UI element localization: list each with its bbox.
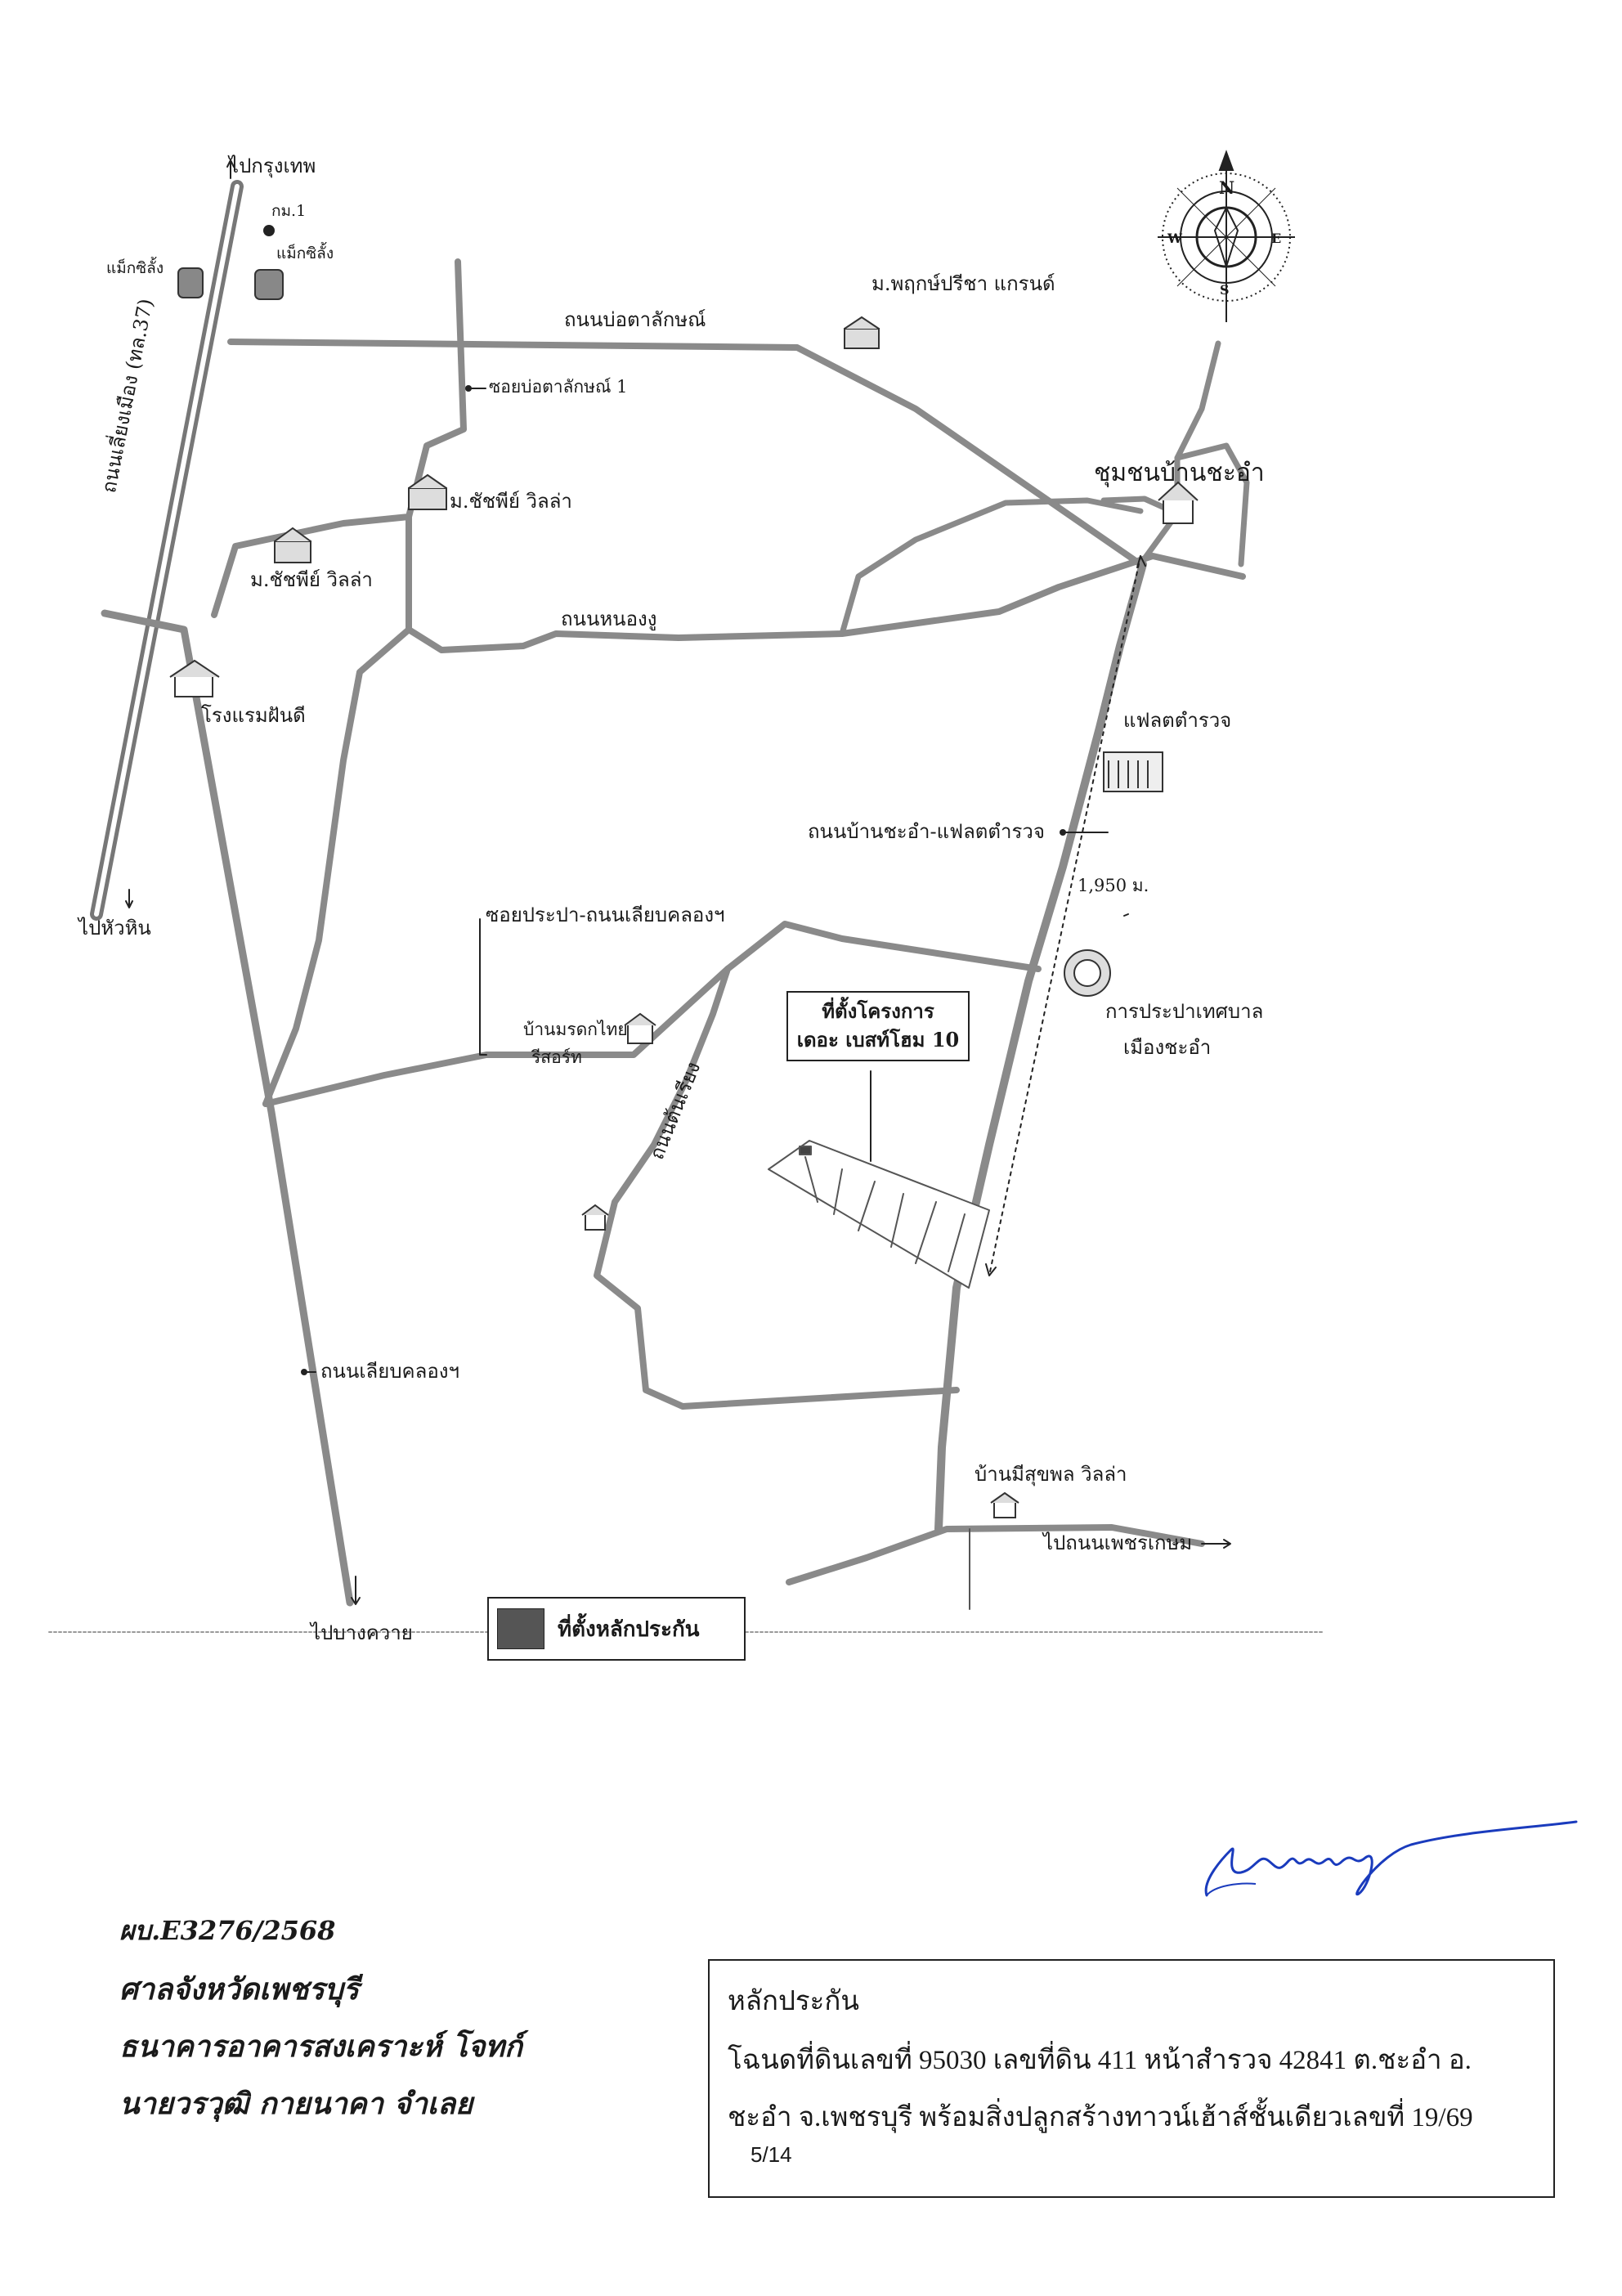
road-nong-ngu — [406, 553, 1246, 653]
label-road-bo-ta-lak: ถนนบ่อตาลักษณ์ — [564, 308, 706, 331]
collateral-box: หลักประกัน โฉนดที่ดินเลขที่ 95030 เลขที่… — [708, 1959, 1555, 2198]
label-resort-1: บ้านมรดกไทย — [523, 1020, 628, 1039]
mee-sukphon-icon — [990, 1491, 1019, 1518]
label-community-cha-am: ชุมชนบ้านชะอำ — [1094, 459, 1265, 487]
label-makro-right: แม็กซิลั้ง — [276, 244, 334, 262]
police-flats-icon — [1103, 751, 1163, 792]
label-soi-bo-ta-lak-1: ซอยบ่อตาลักษณ์ 1 — [489, 377, 628, 397]
label-resort-2: รีสอร์ท — [531, 1047, 582, 1067]
label-road-liab-khlong: ถนนเลียบคลองฯ — [320, 1360, 459, 1383]
label-to-hua-hin: ไปหัวหิน — [78, 917, 151, 939]
road-liab-khlong — [101, 609, 354, 1607]
makro-left-icon — [177, 267, 204, 298]
compass-east-label: E — [1271, 231, 1282, 246]
defendant: นายวรวุฒิ กายนาคา จำเลย — [119, 2087, 473, 2121]
label-project-1: ที่ตั้งโครงการ — [822, 999, 934, 1023]
signature — [1204, 1820, 1578, 1897]
waterworks-icon — [1064, 949, 1111, 997]
case-number: ผบ.E3276/2568 — [119, 1915, 336, 1946]
label-road-ban-cha-am: ถนนบ้านชะอำ-แฟลตตำรวจ — [808, 820, 1045, 843]
soi-prapa-road — [262, 921, 1042, 1107]
label-to-phetkasem: ไปถนนเพชรเกษม — [1043, 1531, 1193, 1554]
label-village-chatchai-1: ม.ชัชพีย์ วิลล่า — [450, 490, 572, 513]
label-village-phruksa: ม.พฤกษ์ปรีชา แกรนด์ — [871, 272, 1055, 295]
road-bo-ta-lak — [227, 339, 1144, 567]
makro-right-icon — [254, 269, 284, 300]
location-map — [48, 150, 1325, 1633]
project-location-box: ที่ตั้งโครงการ เดอะ เบสท์โฮม 10 — [786, 991, 970, 1061]
community-icon — [1158, 481, 1199, 524]
label-waterworks-1: การประปาเทศบาล — [1105, 1000, 1264, 1023]
label-police-flats: แฟลตตำรวจ — [1123, 709, 1232, 732]
label-road-nong-ngu: ถนนหนองงู — [561, 608, 657, 630]
map-legend: ที่ตั้งหลักประกัน — [487, 1597, 746, 1661]
page-number: 5/14 — [751, 2142, 792, 2167]
road-to-phetkasem — [786, 1524, 1205, 1585]
soi-bo-ta-lak-road — [211, 258, 467, 618]
label-project-2: เดอะ เบสท์โฮม 10 — [796, 1027, 960, 1052]
chatchai-village-icon-2 — [274, 527, 311, 563]
house-icon — [581, 1204, 609, 1231]
plaintiff: ธนาคารอาคารสงเคราะห์ โจทก์ — [119, 2029, 522, 2064]
compass-west-label: W — [1167, 231, 1182, 246]
court-name: ศาลจังหวัดเพชรบุรี — [119, 1972, 360, 2007]
road-ban-cha-am-police — [934, 560, 1147, 1533]
km1-marker — [263, 225, 275, 236]
project-site — [768, 1140, 990, 1289]
label-to-bangkok: ไปกรุงเทพ — [229, 155, 316, 177]
compass-north-label: N — [1219, 177, 1235, 198]
hotel-icon — [169, 659, 220, 697]
label-makro-left: แม็กซิลั้ง — [106, 259, 164, 277]
collateral-title: หลักประกัน — [728, 1987, 859, 2016]
label-soi-prapa: ซอยประปา-ถนนเลียบคลองฯ — [486, 904, 725, 926]
legend-swatch — [497, 1608, 544, 1649]
collateral-line-2: ชะอำ จ.เพชรบุรี พร้อมสิ่งปลูกสร้างทาวน์เ… — [728, 2103, 1473, 2132]
compass-south-label: S — [1220, 282, 1230, 298]
collateral-line-1: โฉนดที่ดินเลขที่ 95030 เลขที่ดิน 411 หน้… — [728, 2046, 1472, 2075]
label-km1: กม.1 — [271, 202, 307, 220]
phruksa-village-icon — [844, 316, 880, 349]
label-distance: 1,950 ม. — [1078, 876, 1149, 895]
label-mee-sukphon: บ้านมีสุขพล วิลล่า — [975, 1463, 1127, 1486]
label-to-bang-khwai: ไปบางควาย — [311, 1621, 413, 1644]
chatchai-village-icon-1 — [408, 473, 447, 510]
distance-line — [988, 555, 1141, 1276]
label-hotel: โรงแรมฝันดี — [201, 704, 306, 727]
resort-icon — [624, 1012, 656, 1044]
compass-rose — [1158, 150, 1295, 322]
legend-label: ที่ตั้งหลักประกัน — [558, 1617, 700, 1642]
label-waterworks-2: เมืองชะอำ — [1123, 1036, 1212, 1059]
label-village-chatchai-2: ม.ชัชพีย์ วิลล่า — [250, 568, 373, 591]
